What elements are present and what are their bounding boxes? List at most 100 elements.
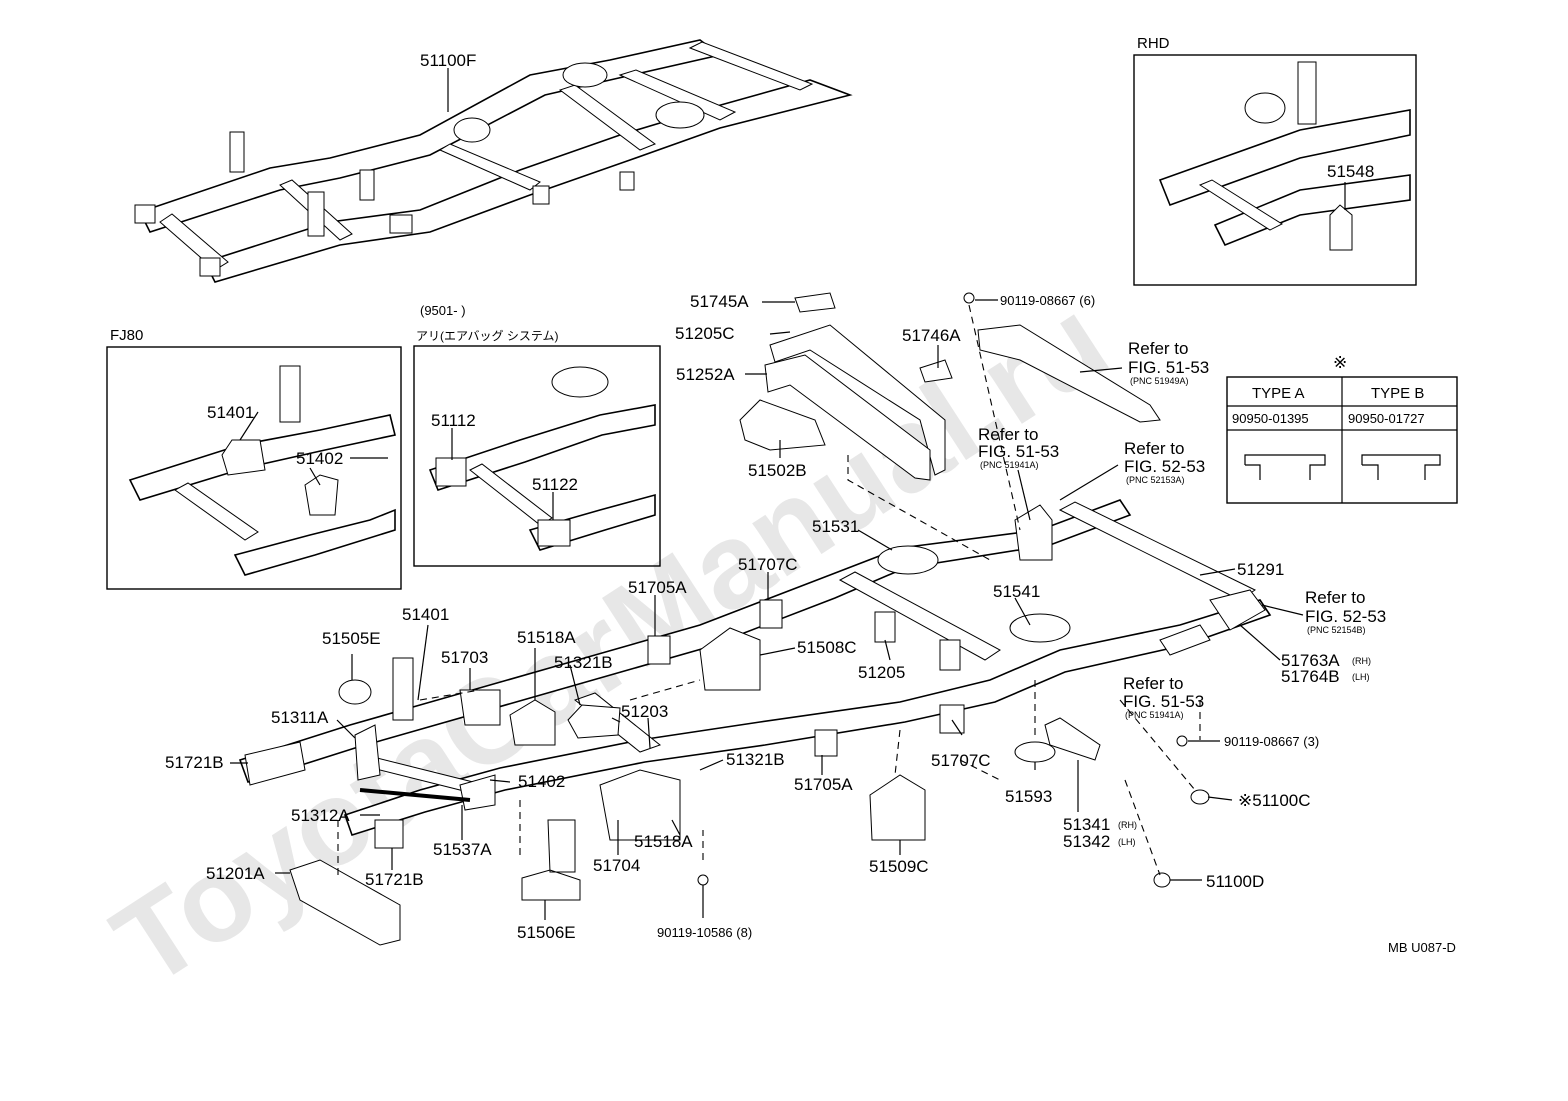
frame-assembly-illustration (134, 39, 853, 283)
label-51764B-lh: (LH) (1352, 672, 1370, 682)
label-90119-08667-6: 90119-08667 (6) (1000, 293, 1095, 308)
label-51707C-top: 51707C (738, 555, 798, 574)
fj80-title: FJ80 (110, 327, 143, 344)
part-51502B-shape (739, 399, 826, 451)
label-51312A: 51312A (291, 806, 350, 825)
type-a-header: TYPE A (1252, 385, 1305, 402)
type-b-code: 90950-01727 (1348, 411, 1425, 426)
ref-3-pnc: (PNC 52153A) (1126, 475, 1185, 485)
ref-2-line1: Refer to (978, 425, 1038, 444)
airbag-label-51112: 51112 (431, 411, 476, 430)
label-51342: 51342 (1063, 832, 1110, 851)
label-51541: 51541 (993, 582, 1040, 601)
part-51746A-shape (919, 359, 953, 383)
label-51763A-rh: (RH) (1352, 656, 1371, 666)
ref-4-line2: FIG. 52-53 (1305, 607, 1386, 626)
label-51707C-bot: 51707C (931, 751, 991, 770)
part-51341-shape (1044, 717, 1101, 761)
label-51537A: 51537A (433, 840, 492, 859)
label-51721B-left: 51721B (165, 753, 224, 772)
type-table (1226, 376, 1458, 504)
part-51949A-shape (977, 324, 1161, 423)
rhd-label-51548: 51548 (1327, 162, 1374, 181)
part-51252A-shape (764, 354, 931, 481)
label-51203: 51203 (621, 702, 668, 721)
bolt-bottom-shape (697, 874, 709, 886)
fj80-inset (106, 346, 402, 590)
label-51763A: 51763A (1281, 651, 1340, 670)
label-51502B: 51502B (748, 461, 807, 480)
label-51705A-bot: 51705A (794, 775, 853, 794)
label-51531: 51531 (812, 517, 859, 536)
airbag-inset (413, 345, 661, 567)
part-51509C-shape (869, 774, 926, 841)
fj80-illustration (128, 365, 396, 576)
fj80-label-51401: 51401 (207, 403, 254, 422)
part-51506E-shape (521, 819, 581, 901)
label-51201A: 51201A (206, 864, 265, 883)
label-51205: 51205 (858, 663, 905, 682)
ref-5-line2: FIG. 51-53 (1123, 692, 1204, 711)
ref-1-pnc: (PNC 51949A) (1130, 376, 1189, 386)
ref-4-line1: Refer to (1305, 588, 1365, 607)
part-51201A-shape (289, 859, 401, 946)
label-51401: 51401 (402, 605, 449, 624)
label-51764B: 51764B (1281, 667, 1340, 686)
label-51341: 51341 (1063, 815, 1110, 834)
label-51593: 51593 (1005, 787, 1052, 806)
label-51518A-bot: 51518A (634, 832, 693, 851)
exploded-frame-illustration (238, 292, 1272, 946)
type-b-clip-shape (1361, 454, 1441, 480)
ref-4-pnc: (PNC 52154B) (1307, 625, 1366, 635)
bolt-upper-shape (963, 292, 975, 304)
label-51321B-top: 51321B (554, 653, 613, 672)
part-51205C-shape (769, 324, 946, 476)
label-51518A-top: 51518A (517, 628, 576, 647)
bolt-lower-shape (1176, 735, 1188, 747)
label-51402: 51402 (518, 772, 565, 791)
airbag-title-line2: アリ(エアバッグ システム) (416, 329, 559, 343)
label-51505E: 51505E (322, 629, 381, 648)
ref-2-pnc: (PNC 51941A) (980, 460, 1039, 470)
label-51509C: 51509C (869, 857, 929, 876)
ref-3-line2: FIG. 52-53 (1124, 457, 1205, 476)
airbag-illustration (428, 366, 656, 551)
part-51593-shape (1014, 741, 1056, 763)
label-51508C: 51508C (797, 638, 857, 657)
ref-1-line1: Refer to (1128, 339, 1188, 358)
rhd-title: RHD (1137, 35, 1170, 52)
airbag-label-51122: 51122 (532, 475, 578, 494)
airbag-title-line1: (9501- ) (420, 303, 466, 318)
label-51252A: 51252A (676, 365, 735, 384)
label-51205C: 51205C (675, 324, 735, 343)
label-51311A: 51311A (271, 708, 329, 727)
label-90119-08667-3: 90119-08667 (3) (1224, 734, 1319, 749)
type-table-symbol: ※ (1333, 353, 1347, 372)
label-51721B-bot: 51721B (365, 870, 424, 889)
ref-5-line1: Refer to (1123, 674, 1183, 693)
label-51100F: 51100F (420, 51, 476, 70)
diagram-code: MB U087-D (1388, 940, 1456, 955)
ref-5-pnc: (PNC 51941A) (1125, 710, 1184, 720)
label-51291: 51291 (1237, 560, 1284, 579)
label-90119-10586-8: 90119-10586 (8) (657, 925, 752, 940)
ref-1-line2: FIG. 51-53 (1128, 358, 1209, 377)
fj80-label-51402: 51402 (296, 449, 343, 468)
part-51745A-shape (794, 292, 836, 313)
label-51341-rh: (RH) (1118, 820, 1137, 830)
label-51704: 51704 (593, 856, 640, 875)
rhd-illustration (1158, 61, 1411, 251)
ref-3-line1: Refer to (1124, 439, 1184, 458)
label-51746A: 51746A (902, 326, 961, 345)
type-a-code: 90950-01395 (1232, 411, 1309, 426)
ref-2-line2: FIG. 51-53 (978, 442, 1059, 461)
type-b-header: TYPE B (1371, 385, 1424, 402)
label-51745A: 51745A (690, 292, 749, 311)
label-51100C: ※51100C (1238, 791, 1311, 810)
label-51321B-bot: 51321B (726, 750, 785, 769)
type-a-clip-shape (1244, 454, 1326, 480)
label-51100D: 51100D (1206, 872, 1264, 891)
part-51100C-shape (1190, 789, 1210, 805)
